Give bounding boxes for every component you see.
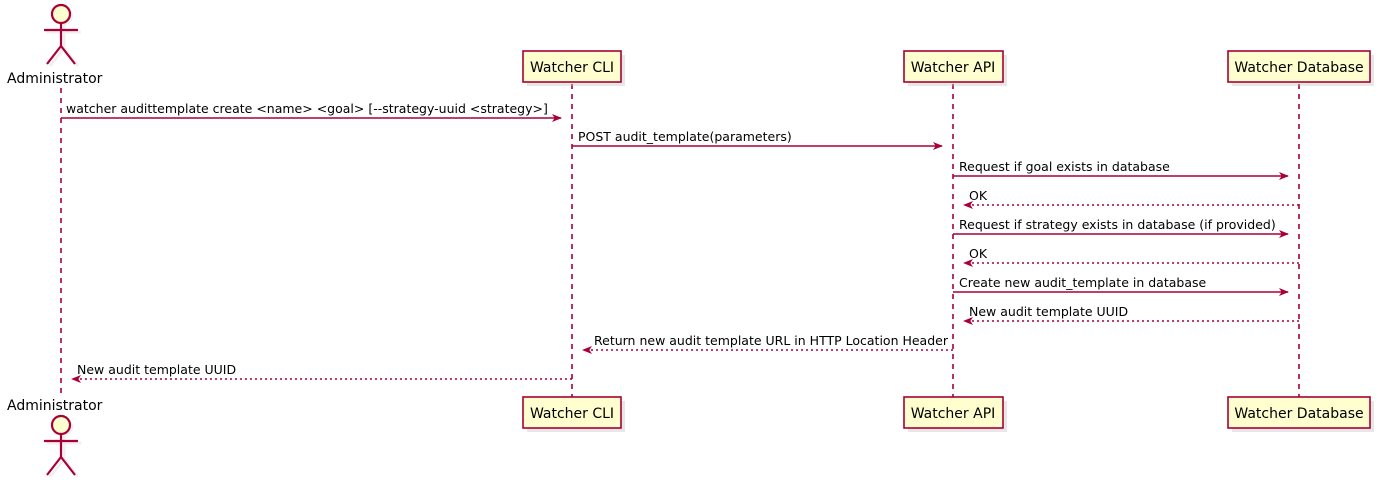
participant-label-watcher-cli: Watcher CLI bbox=[530, 60, 614, 76]
message-5[interactable]: Request if strategy exists in database (… bbox=[953, 217, 1289, 238]
message-9[interactable]: Return new audit template URL in HTTP Lo… bbox=[582, 333, 953, 354]
participant-box-watcher-cli-bottom[interactable]: Watcher CLI bbox=[522, 396, 625, 432]
lifelines bbox=[60, 84, 1300, 398]
box-rect bbox=[1227, 396, 1371, 429]
message-2[interactable]: POST audit_template(parameters) bbox=[572, 129, 943, 150]
message-label-6: OK bbox=[969, 246, 988, 261]
message-label-1: watcher audittemplate create <name> <goa… bbox=[66, 101, 548, 116]
message-1[interactable]: watcher audittemplate create <name> <goa… bbox=[61, 101, 562, 122]
participant-label-watcher-api: Watcher API bbox=[911, 60, 996, 76]
actor-head-icon bbox=[50, 414, 72, 436]
message-6[interactable]: OK bbox=[963, 246, 1299, 267]
participant-label-watcher-api: Watcher API bbox=[911, 406, 996, 422]
box-rect bbox=[903, 396, 1004, 429]
participant-label-watcher-database: Watcher Database bbox=[1234, 60, 1363, 76]
participant-box-watcher-api-bottom[interactable]: Watcher API bbox=[903, 396, 1007, 432]
message-label-5: Request if strategy exists in database (… bbox=[959, 217, 1276, 232]
participant-box-watcher-cli-top[interactable]: Watcher CLI bbox=[522, 50, 625, 86]
message-label-3: Request if goal exists in database bbox=[959, 159, 1170, 174]
message-label-2: POST audit_template(parameters) bbox=[578, 129, 792, 144]
message-4[interactable]: OK bbox=[963, 188, 1299, 209]
actor-leg-right bbox=[60, 45, 76, 65]
message-8[interactable]: New audit template UUID bbox=[963, 304, 1299, 325]
box-rect bbox=[903, 50, 1004, 83]
actor-leg-right bbox=[60, 456, 76, 476]
box-rect bbox=[522, 396, 622, 429]
actor-administrator-bottom[interactable]: Administrator bbox=[7, 398, 103, 478]
message-7[interactable]: Create new audit_template in database bbox=[953, 275, 1289, 296]
participant-box-watcher-database-top[interactable]: Watcher Database bbox=[1227, 50, 1374, 86]
message-10[interactable]: New audit template UUID bbox=[71, 362, 572, 383]
actor-leg-left bbox=[46, 456, 62, 476]
box-rect bbox=[522, 50, 622, 83]
actor-label-administrator-bottom: Administrator bbox=[7, 398, 103, 414]
participant-label-watcher-database: Watcher Database bbox=[1234, 406, 1363, 422]
actor-label-administrator-top: Administrator bbox=[7, 71, 103, 87]
message-label-9: Return new audit template URL in HTTP Lo… bbox=[594, 333, 949, 348]
participant-box-watcher-api-top[interactable]: Watcher API bbox=[903, 50, 1007, 86]
actor-head-icon bbox=[50, 3, 72, 25]
participant-label-watcher-cli: Watcher CLI bbox=[530, 406, 614, 422]
message-label-8: New audit template UUID bbox=[969, 304, 1128, 319]
box-rect bbox=[1227, 50, 1371, 83]
message-3[interactable]: Request if goal exists in database bbox=[953, 159, 1289, 180]
participant-box-watcher-database-bottom[interactable]: Watcher Database bbox=[1227, 396, 1374, 432]
message-label-7: Create new audit_template in database bbox=[959, 275, 1206, 290]
message-label-10: New audit template UUID bbox=[77, 362, 236, 377]
actor-administrator-top[interactable]: Administrator bbox=[7, 3, 103, 87]
message-label-4: OK bbox=[969, 188, 988, 203]
actor-leg-left bbox=[46, 45, 62, 65]
